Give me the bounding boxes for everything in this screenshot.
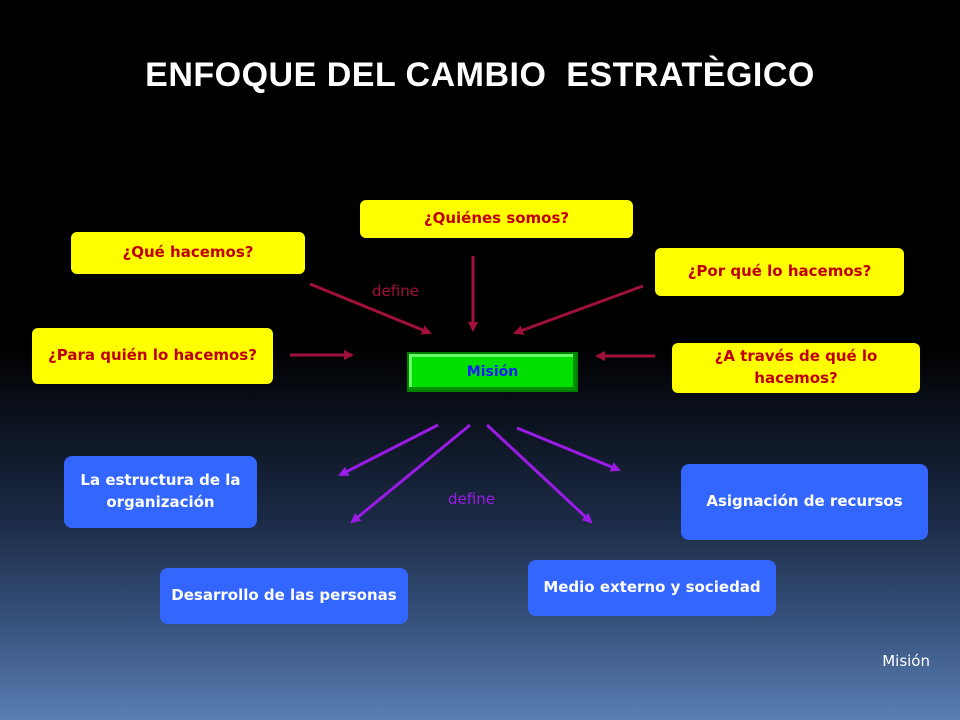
question-que-hacemos-text: ¿Qué hacemos?: [122, 243, 254, 262]
center-mision: Misión: [407, 352, 578, 392]
question-que-hacemos: ¿Qué hacemos?: [71, 232, 305, 274]
result-asignacion: Asignación de recursos: [681, 464, 928, 540]
define-label-bottom: define: [448, 490, 495, 508]
result-medio-text: Medio externo y sociedad: [543, 578, 761, 597]
arrow-medio: [485, 423, 593, 524]
question-quienes-somos: ¿Quiénes somos?: [360, 200, 633, 238]
arrow-que: [309, 282, 432, 335]
slide-title: ENFOQUE DEL CAMBIO ESTRATÈGICO: [145, 56, 815, 94]
result-estructura-text: La estructura de la organización: [80, 471, 241, 511]
result-estructura: La estructura de la organización: [64, 456, 257, 528]
define-label-top: define: [372, 282, 419, 300]
footer-label: Misión: [882, 652, 930, 670]
question-por-que: ¿Por qué lo hacemos?: [655, 248, 904, 296]
question-a-traves: ¿A través de qué lo hacemos?: [672, 343, 920, 393]
question-para-quien-text: ¿Para quién lo hacemos?: [48, 346, 257, 365]
result-medio: Medio externo y sociedad: [528, 560, 776, 616]
result-desarrollo-text: Desarrollo de las personas: [171, 586, 397, 605]
question-quienes-somos-text: ¿Quiénes somos?: [423, 209, 570, 228]
arrow-desarrollo: [350, 423, 471, 524]
question-por-que-text: ¿Por qué lo hacemos?: [687, 262, 872, 281]
arrow-porque: [513, 284, 644, 335]
result-asignacion-text: Asignación de recursos: [706, 492, 903, 511]
arrow-estructura: [338, 423, 439, 477]
question-para-quien: ¿Para quién lo hacemos?: [32, 328, 273, 384]
question-a-traves-text: ¿A través de qué lo hacemos?: [714, 347, 878, 387]
result-desarrollo: Desarrollo de las personas: [160, 568, 408, 624]
center-mision-text: Misión: [466, 363, 519, 380]
arrow-asignacion: [516, 426, 621, 472]
